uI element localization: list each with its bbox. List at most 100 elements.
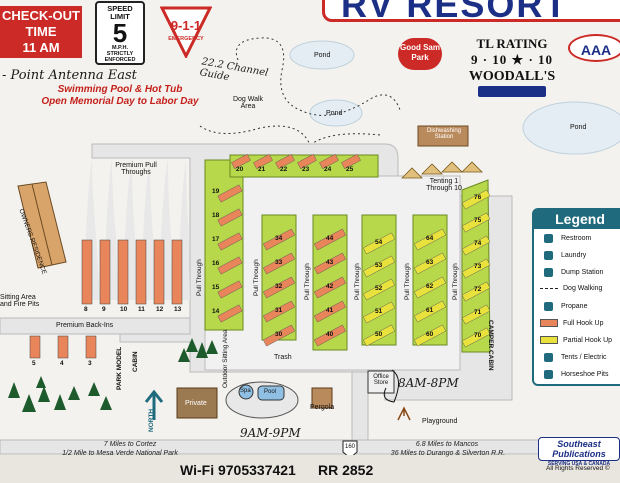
north-arrow xyxy=(144,389,164,420)
office-store-label: Office Store xyxy=(373,374,389,386)
site-32-stripe xyxy=(262,276,296,299)
dishwashing-label: Dishwashing Station xyxy=(426,128,462,140)
site-51-stripe xyxy=(362,301,396,324)
site-33-stripe xyxy=(262,252,296,275)
site-5-label: 5 xyxy=(32,360,36,367)
full-hookup-swatch xyxy=(540,319,558,327)
rating-scores: 9 · 10 ★ · 10 xyxy=(470,52,554,67)
site-23-label: 23 xyxy=(302,166,310,173)
site-42-stripe xyxy=(313,276,347,299)
site-75-stripe xyxy=(461,212,491,233)
site-stripes xyxy=(217,153,491,348)
site-10-label: 10 xyxy=(120,306,128,313)
legend-item-0: Restroom xyxy=(540,234,591,243)
site-12-pad xyxy=(153,239,165,305)
private-label: Private xyxy=(185,400,207,407)
playground-label: Playground xyxy=(422,418,458,425)
site-17-label: 17 xyxy=(212,236,220,243)
site-70-label: 70 xyxy=(474,332,482,339)
road-west xyxy=(0,317,191,335)
site-71-label: 71 xyxy=(474,309,482,316)
pond-1-label: Pond xyxy=(314,52,331,59)
site-13-pad xyxy=(171,239,183,305)
woodalls-stars xyxy=(478,86,546,97)
site-73-stripe xyxy=(461,258,491,279)
site-22-label: 22 xyxy=(280,166,288,173)
legend-item-label: Dog Walking xyxy=(563,285,603,292)
site-52-label: 52 xyxy=(375,285,383,292)
pond-2 xyxy=(309,99,363,127)
site-50-label: 50 xyxy=(375,331,383,338)
site-34-label: 34 xyxy=(275,235,283,242)
site-14-label: 14 xyxy=(212,308,220,315)
site-17-stripe xyxy=(217,232,243,251)
site-63-stripe xyxy=(413,252,447,275)
site-31-label: 31 xyxy=(275,307,283,314)
site-3-pad xyxy=(85,335,97,359)
good-sam-line1: Good Sam xyxy=(399,43,440,52)
site-20-stripe xyxy=(231,153,251,170)
office-hours-note: 8AM-8PM xyxy=(398,376,459,390)
speed-value: 5 xyxy=(112,18,128,48)
site-24-label: 24 xyxy=(324,166,332,173)
site-11-label: 11 xyxy=(138,306,145,313)
legend-item-3: Dog Walking xyxy=(540,285,602,292)
playground-swing xyxy=(397,406,411,421)
site-60-label: 60 xyxy=(426,331,434,338)
site-62-stripe xyxy=(413,276,447,299)
site-5-pad xyxy=(29,335,41,359)
southeast-name: Southeast Publications xyxy=(552,439,606,459)
pond-3 xyxy=(522,101,620,155)
site-74-label: 74 xyxy=(474,240,482,247)
site-16-label: 16 xyxy=(212,260,220,267)
dump-station-icon xyxy=(544,268,553,277)
site-73-label: 73 xyxy=(474,263,482,270)
site-32-label: 32 xyxy=(275,283,283,290)
site-21-label: 21 xyxy=(258,166,266,173)
site-76-stripe xyxy=(461,189,491,210)
good-sam-line2: Park xyxy=(411,53,429,62)
pergola-label: Pergola xyxy=(310,404,335,411)
dishwashing-building xyxy=(417,125,469,147)
southeast-sub: SERVING USA & CANADA xyxy=(547,461,611,467)
site-33-label: 33 xyxy=(275,259,283,266)
site-64-label: 64 xyxy=(426,235,434,242)
emergency-label: EMERGENCY xyxy=(168,36,204,42)
wifi-info: Wi-Fi 9705337421 xyxy=(180,462,296,478)
restroom-icon xyxy=(544,234,553,243)
legend-item-1: Laundry xyxy=(540,251,586,260)
southeast-logo: Southeast Publications SERVING USA & CAN… xyxy=(538,437,620,467)
spa-label: Spa xyxy=(240,388,251,394)
emergency-number: 9-1-1 xyxy=(171,18,201,33)
site-34-stripe xyxy=(262,228,296,251)
checkout-line2: TIME xyxy=(25,24,57,39)
amenity-line2: Open Memorial Day to Labor Day xyxy=(41,96,199,107)
site-43-stripe xyxy=(313,252,347,275)
bottom-bar xyxy=(0,455,620,483)
site-19-stripe xyxy=(217,184,243,203)
legend-item-5: Full Hook Up xyxy=(540,319,603,327)
dog-walking-icon xyxy=(540,288,558,289)
site-25-label: 25 xyxy=(346,166,354,173)
good-sam-logo: Good Sam Park xyxy=(398,38,442,70)
site-16-stripe xyxy=(217,256,243,275)
site-18-stripe xyxy=(217,208,243,227)
site-30-stripe xyxy=(262,324,296,347)
pull-through-label-5: Pull Through xyxy=(404,263,411,300)
site-71-stripe xyxy=(461,304,491,325)
site-31-stripe xyxy=(262,300,296,323)
site-50-stripe xyxy=(362,324,396,347)
site-72-label: 72 xyxy=(474,286,482,293)
pull-through-label-2: Pull Through xyxy=(253,259,260,296)
site-60-stripe xyxy=(413,324,447,347)
horseshoe-icon xyxy=(544,370,553,379)
resort-banner: RV RESORT xyxy=(322,0,620,22)
site-74-stripe xyxy=(461,235,491,256)
rights-text: All Rights Reserved © xyxy=(546,465,610,472)
pergola-building xyxy=(311,387,333,409)
legend-item-label: Restroom xyxy=(561,235,592,242)
site-15-label: 15 xyxy=(212,284,220,291)
speed-unit: M.P.H. xyxy=(111,45,129,51)
